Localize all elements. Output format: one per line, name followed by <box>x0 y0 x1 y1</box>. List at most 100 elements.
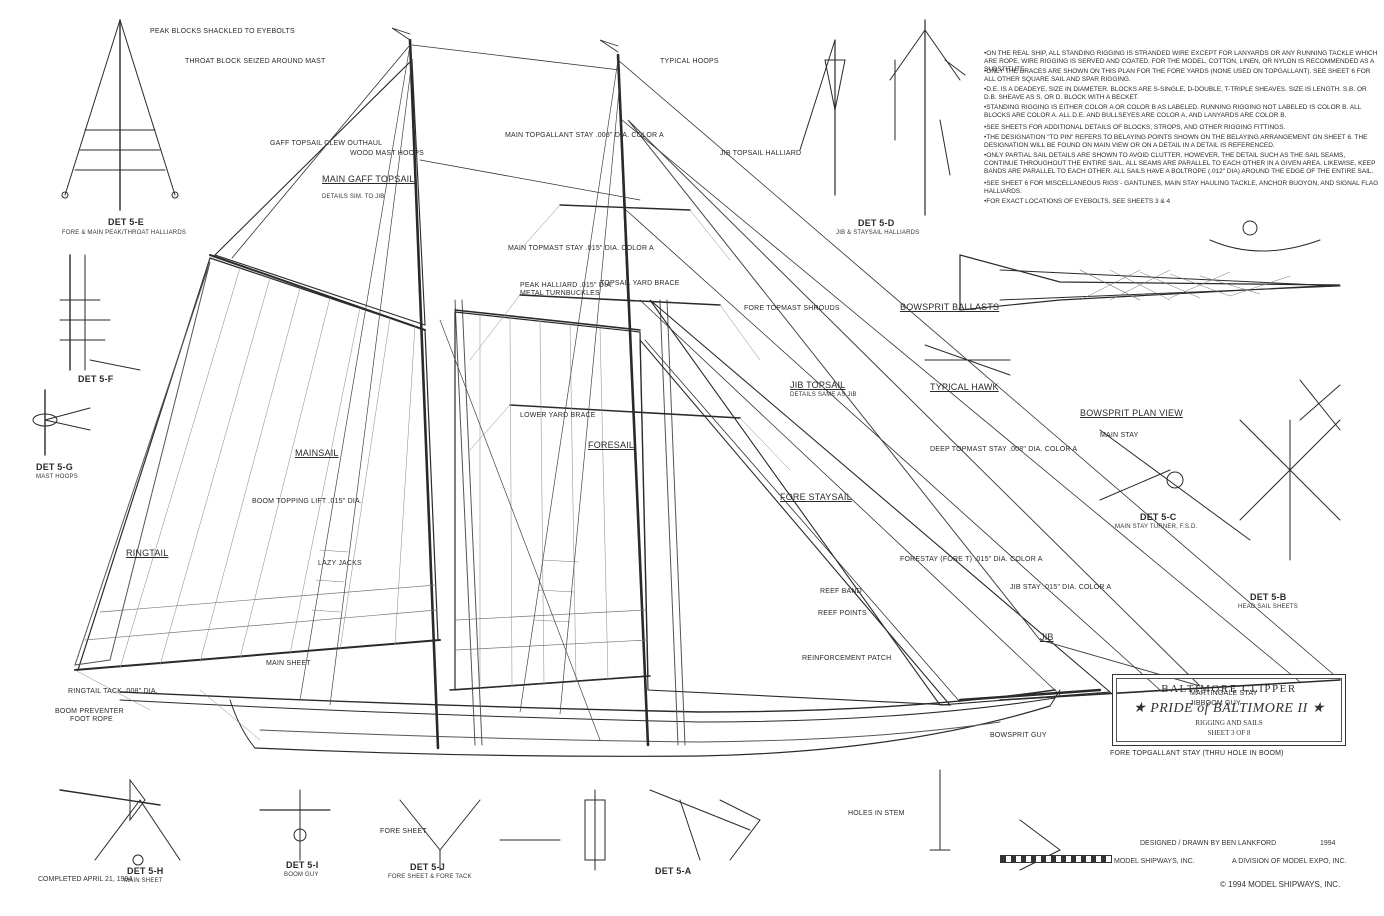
label-jib: JIB <box>1040 632 1054 642</box>
ringtail-outline <box>74 261 211 666</box>
note-8: SEE SHEET 6 FOR MISCELLANEOUS RIGS - GAN… <box>984 180 1380 196</box>
det-5g-title: DET 5-G <box>36 462 73 472</box>
label-ringtail: RINGTAIL <box>126 548 169 558</box>
callout-holes-in-stem: HOLES IN STEM <box>848 810 905 817</box>
callout-peak-halliard: PEAK HALLIARD .015" DIA. <box>520 282 614 289</box>
fore-gaff <box>454 309 641 331</box>
label-mainsail: MAINSAIL <box>295 448 339 458</box>
callout-throat-block: THROAT BLOCK SEIZED AROUND MAST <box>185 58 326 65</box>
fore-mast-hoops <box>659 299 686 746</box>
det-5f-drawing <box>59 254 141 371</box>
typical-hawk-title: TYPICAL HAWK <box>930 382 999 392</box>
note-3: D.E. IS A DEADEYE, SIZE IN DIAMETER. BLO… <box>984 86 1380 102</box>
designed-by: DESIGNED / DRAWN BY BEN LANKFORD <box>1140 840 1277 847</box>
jib-topsail-outline <box>627 119 1201 687</box>
callout-main-topgallant-stay: MAIN TOPGALLANT STAY .008" DIA. COLOR A <box>505 132 664 139</box>
sail-seam-detail <box>499 789 606 871</box>
det-5b-title: DET 5-B <box>1250 592 1287 602</box>
callout-main-sheet: MAIN SHEET <box>266 660 311 667</box>
callout-foot-rope: FOOT ROPE <box>70 716 113 723</box>
det-5d-title: DET 5-D <box>858 218 895 228</box>
title-block-title: BALTIMORE CLIPPER <box>1161 683 1297 695</box>
callout-jibboom-guy: JIBBOOM GUY <box>1190 700 1241 707</box>
callout-metal-turnbuckles: METAL TURNBUCKLES <box>520 290 600 297</box>
bowsprit-plan-drawing <box>959 220 1341 431</box>
det-5a-title: DET 5-A <box>655 866 692 876</box>
det-5b-subtitle: HEAD SAIL SHEETS <box>1238 604 1298 610</box>
det-5h-title: DET 5-H <box>127 866 164 876</box>
callout-wood-mast-hoops: WOOD MAST HOOPS <box>350 150 425 157</box>
dolphin-detail <box>929 769 1061 871</box>
label-main-gaff-topsail-details: DETAILS SIM. TO JIB <box>322 194 385 200</box>
typical-hawk-drawing <box>924 344 1011 376</box>
main-mast-hoops <box>454 299 483 746</box>
label-jib-topsail: JIB TOPSAIL <box>790 380 846 390</box>
note-6: THE DESIGNATION "TO PIN" REFERS TO BELAY… <box>984 134 1380 150</box>
callout-fore-topmast-shrouds: FORE TOPMAST SHROUDS <box>744 305 840 312</box>
deck-line <box>259 721 1001 743</box>
det-5d-subtitle: JIB & STAYSAIL HALLIARDS <box>836 230 920 236</box>
jib-outline <box>649 299 1112 706</box>
mainsail-outline <box>77 257 439 671</box>
title-block: BALTIMORE CLIPPER ★ PRIDE of BALTIMORE I… <box>1112 674 1346 746</box>
completed-date: COMPLETED APRIL 21, 1994 <box>38 876 133 883</box>
title-block-ship-name: ★ PRIDE of BALTIMORE II ★ <box>1133 701 1325 716</box>
det-5j-title: DET 5-J <box>410 862 445 872</box>
callout-peak-blocks: PEAK BLOCKS SHACKLED TO EYEBOLTS <box>150 28 295 35</box>
fore-lower-yard <box>509 404 741 419</box>
ratlines <box>311 549 579 623</box>
fore-staysail-outline <box>639 338 952 706</box>
note-7: ONLY PARTIAL SAIL DETAILS ARE SHOWN TO A… <box>984 152 1380 176</box>
fore-pennant <box>599 39 619 53</box>
callout-ringtail-tack: RINGTAIL TACK .008" DIA. <box>68 688 158 695</box>
callout-main-stay: MAIN STAY <box>1100 432 1139 439</box>
design-year: 1994 <box>1320 840 1336 847</box>
callout-reef-points: REEF POINTS <box>818 610 867 617</box>
label-fore-staysail: FORE STAYSAIL <box>780 492 852 502</box>
callout-boom-preventer: BOOM PREVENTER <box>55 708 124 715</box>
callout-bowsprit-guy: BOWSPRIT GUY <box>990 732 1047 739</box>
callout-typical-hoops: TYPICAL HOOPS <box>660 58 719 65</box>
hull-stern <box>229 699 256 749</box>
label-main-gaff-topsail: MAIN GAFF TOPSAIL <box>322 174 415 184</box>
callout-martingale-stay: MARTINGALE STAY <box>1190 690 1258 697</box>
scale-bar <box>1000 855 1112 863</box>
callout-fore-topgallant-stay: FORE TOPGALLANT STAY (THRU HOLE IN BOOM) <box>1110 750 1284 757</box>
det-5g-subtitle: MAST HOOPS <box>36 474 78 480</box>
running-rigging <box>74 204 791 741</box>
hull-sheer <box>119 689 1056 713</box>
callout-jib-stay: JIB STAY .015" DIA. COLOR A <box>1010 584 1112 591</box>
foresail-seams <box>479 314 609 689</box>
title-block-sheet-number: SHEET 3 OF 8 <box>1207 729 1251 737</box>
callout-reef-band: REEF BAND <box>820 588 862 595</box>
det-5e-drawing <box>61 19 179 211</box>
note-2: ONLY THE BRACES ARE SHOWN ON THIS PLAN F… <box>984 68 1380 84</box>
callout-deep-topmast-stay: DEEP TOPMAST STAY .008" DIA. COLOR A <box>930 446 1078 453</box>
det-5j-drawing <box>399 799 481 871</box>
det-5f-title: DET 5-F <box>78 374 114 384</box>
hull-waterline <box>254 705 1051 757</box>
det-5c-title: DET 5-C <box>1140 512 1177 522</box>
callout-main-topmast-stay: MAIN TOPMAST STAY .015" DIA. COLOR A <box>508 245 654 252</box>
det-5j-subtitle: FORE SHEET & FORE TACK <box>388 874 472 880</box>
fore-topgallant-yard <box>559 204 691 211</box>
det-5c-subtitle: MAIN STAY TURNER, F.S.D. <box>1115 524 1198 530</box>
callout-lazy-jacks: LAZY JACKS <box>318 560 362 567</box>
det-5b-drawing <box>1239 419 1341 561</box>
bowsprit-ballasts-title: BOWSPRIT BALLASTS <box>900 302 1000 312</box>
main-pennant <box>391 27 411 41</box>
det-5e-title: DET 5-E <box>108 217 144 227</box>
jibboom <box>999 679 1341 701</box>
callout-reinforcement-patch: REINFORCEMENT PATCH <box>802 655 892 662</box>
shrouds <box>299 44 621 741</box>
det-5h-drawing <box>59 778 181 866</box>
callout-gaff-topsail-clew: GAFF TOPSAIL CLEW OUTHAUL <box>270 140 383 147</box>
bowsprit <box>958 688 1102 702</box>
fore-topmast <box>617 54 629 301</box>
hull-rail <box>119 697 1056 723</box>
note-4: STANDING RIGGING IS EITHER COLOR A OR CO… <box>984 104 1380 120</box>
det-5g-drawing <box>32 389 91 456</box>
callout-topsail-yard-brace: TOPSAIL YARD BRACE <box>600 280 680 287</box>
callout-boom-topping-lift: BOOM TOPPING LIFT .015" DIA. <box>252 498 363 505</box>
